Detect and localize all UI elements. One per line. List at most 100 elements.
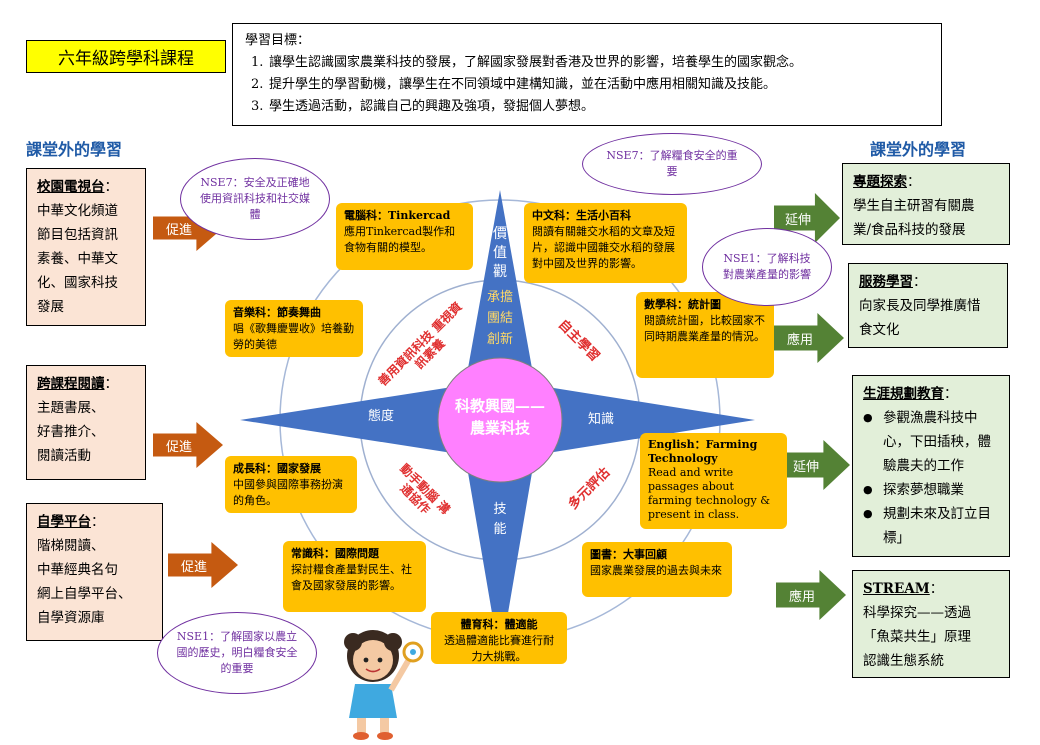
objective-text: 提升學生的學習動機，讓學生在不同領域中建構知識，並在活動中應用相關知識及技能。 — [269, 77, 777, 92]
objective-item: 2. 提升學生的學習動機，讓學生在不同領域中建構知識，並在活動中應用相關知識及技能… — [245, 74, 929, 96]
point-left-label: 態度 — [368, 409, 395, 424]
objectives-heading: 學習目標： — [245, 33, 311, 48]
right-box-title: STREAM — [863, 581, 930, 597]
point-bottom-label: 技能 — [493, 502, 507, 537]
subject-body: 應用Tinkercad製作和食物有關的模型。 — [344, 225, 456, 254]
right-box-line: 向家長及同學推廣惜 — [859, 298, 981, 314]
value-item: 承擔 — [486, 290, 513, 305]
nse-bubble: NSE1：了解科技對農業產量的影響 — [702, 228, 832, 306]
left-box-self-learning: 自學平台： 階梯閱讀、 中華經典名句 網上自學平台、 自學資源庫 — [26, 503, 163, 641]
subject-body: 探討糧食產量對民生、社會及國家發展的影響。 — [291, 563, 412, 592]
right-header: 課堂外的學習 — [870, 140, 967, 159]
subject-pe: 體育科：體適能透過體適能比賽進行耐力大挑戰。 — [431, 612, 567, 664]
left-box-line: 主題書展、 — [37, 400, 105, 416]
subject-title: 圖書：大事回顧 — [590, 548, 667, 561]
point-right-label: 知識 — [588, 412, 615, 427]
subject-title: 體育科：體適能 — [460, 618, 538, 631]
subject-body: 閱讀有關雜交水稻的文章及短片，認識中國雜交水稻的發展對中國及世界的影響。 — [532, 225, 675, 270]
subject-body: 唱《歌舞慶豐收》培養勤勞的美德 — [233, 322, 354, 351]
title-colon: ： — [913, 274, 927, 290]
right-box-service-learning: 服務學習： 向家長及同學推廣惜 食文化 — [848, 263, 1008, 348]
objective-item: 1. 讓學生認識國家農業科技的發展，了解國家發展對香港及世界的影響，培養學生的國家… — [245, 52, 929, 74]
right-box-line: 科學探究——透過 — [863, 605, 971, 621]
page-title: 六年級跨學科課程 — [26, 40, 226, 73]
objective-item: 3. 學生透過活動，認識自己的興趣及強項，發掘個人夢想。 — [245, 96, 929, 118]
subject-chinese: 中文科：生活小百科閱讀有關雜交水稻的文章及短片，認識中國雜交水稻的發展對中國及世… — [524, 203, 687, 283]
objective-number: 3. — [251, 99, 264, 114]
right-box-line: 「魚菜共生」原理 — [863, 629, 971, 645]
value-item: 創新 — [486, 332, 513, 347]
left-box-line: 自學資源庫 — [37, 610, 105, 626]
career-bullet: 參觀漁農科技中心，下田插秧，體驗農夫的工作 — [863, 406, 999, 478]
career-bullet: 規劃未來及訂立目標」 — [863, 502, 999, 550]
right-box-title: 服務學習 — [859, 274, 913, 290]
subject-title: 成長科：國家發展 — [233, 462, 321, 475]
title-colon: ： — [944, 386, 958, 402]
subject-growth: 成長科：國家發展中國參與國際事務扮演的角色。 — [225, 456, 357, 513]
left-box-line: 中華經典名句 — [37, 562, 118, 578]
subject-library: 圖書：大事回顧國家農業發展的過去與未來 — [582, 542, 732, 597]
center-title-line1: 科教興國—— — [454, 397, 545, 415]
right-box-title: 生涯規劃教育 — [863, 386, 944, 402]
center-title: 科教興國—— 農業科技 — [438, 395, 562, 439]
left-box-line: 階梯閱讀、 — [37, 538, 105, 554]
right-box-line: 學生自主研習有關農 — [853, 198, 975, 214]
left-box-line: 發展 — [37, 299, 64, 315]
subject-general-studies: 常識科：國際問題探討糧食產量對民生、社會及國家發展的影響。 — [283, 541, 426, 612]
right-box-title: 專題探索 — [853, 174, 907, 190]
subject-body: 中國參與國際事務扮演的角色。 — [233, 478, 343, 507]
right-box-line: 業/食品科技的發展 — [853, 222, 966, 238]
objective-number: 1. — [251, 55, 264, 70]
left-box-title: 跨課程閱讀 — [37, 376, 105, 392]
subject-body: Read and write passages about farming te… — [648, 466, 771, 521]
nse-bubble: NSE1：了解國家以農立國的歷史，明白糧食安全的重要 — [157, 612, 317, 694]
title-colon: ： — [929, 581, 944, 597]
subject-body: 國家農業發展的過去與未來 — [590, 564, 722, 577]
left-box-line: 網上自學平台、 — [37, 586, 132, 602]
girl-illustration — [344, 630, 424, 740]
value-item: 團結 — [486, 311, 513, 326]
objective-text: 讓學生認識國家農業科技的發展，了解國家發展對香港及世界的影響，培養學生的國家觀念… — [269, 55, 803, 70]
subject-title: English：Farming Technology — [648, 438, 758, 465]
title-colon: ： — [104, 179, 119, 195]
right-box-line: 食文化 — [859, 322, 900, 338]
career-bullet: 探索夢想職業 — [863, 478, 999, 502]
left-box-title: 校園電視台 — [37, 179, 105, 195]
right-box-project-inquiry: 專題探索： 學生自主研習有關農 業/食品科技的發展 — [842, 163, 1010, 245]
nse-bubble: NSE7：了解糧食安全的重要 — [582, 133, 762, 195]
left-box-line: 好書推介、 — [37, 424, 105, 440]
right-box-line: 認識生態系統 — [863, 653, 944, 669]
subject-computer: 電腦科：Tinkercad 應用Tinkercad製作和食物有關的模型。 — [336, 203, 473, 270]
left-box-line: 閱讀活動 — [37, 448, 91, 464]
subject-title: 數學科：統計圖 — [644, 298, 721, 311]
left-box-line: 素養、中華文 — [37, 251, 118, 267]
point-top-label: 價值觀 — [493, 226, 507, 280]
left-box-campus-tv: 校園電視台： 中華文化頻道 節目包括資訊 素養、中華文 化、國家科技 發展 — [26, 168, 146, 326]
left-box-title: 自學平台 — [37, 514, 91, 530]
objective-text: 學生透過活動，認識自己的興趣及強項，發掘個人夢想。 — [269, 99, 595, 114]
top-inner-values: 承擔 團結 創新 — [484, 287, 516, 350]
center-circle — [437, 357, 563, 483]
left-box-line: 節目包括資訊 — [37, 227, 118, 243]
nse-bubble: NSE7：安全及正確地使用資訊科技和社交媒體 — [180, 158, 330, 240]
center-title-line2: 農業科技 — [469, 419, 530, 437]
title-colon: ： — [907, 174, 921, 190]
career-bullet-list: 參觀漁農科技中心，下田插秧，體驗農夫的工作 探索夢想職業 規劃未來及訂立目標」 — [863, 406, 999, 550]
subject-body: 閱讀統計圖，比較國家不同時期農業產量的情況。 — [644, 314, 765, 343]
subject-title: 音樂科：節奏舞曲 — [233, 306, 321, 319]
title-colon: ： — [104, 376, 119, 392]
subject-body: 透過體適能比賽進行耐力大挑戰。 — [444, 634, 554, 663]
right-box-stream: STREAM： 科學探究——透過 「魚菜共生」原理 認識生態系統 — [852, 570, 1010, 678]
objective-number: 2. — [251, 77, 264, 92]
subject-music: 音樂科：節奏舞曲唱《歌舞慶豐收》培養勤勞的美德 — [225, 300, 363, 357]
left-header: 課堂外的學習 — [26, 140, 123, 159]
right-box-career-planning: 生涯規劃教育： 參觀漁農科技中心，下田插秧，體驗農夫的工作 探索夢想職業 規劃未… — [852, 375, 1010, 557]
left-box-cross-reading: 跨課程閱讀： 主題書展、 好書推介、 閱讀活動 — [26, 365, 146, 480]
left-box-line: 中華文化頻道 — [37, 203, 118, 219]
subject-title: 常識科：國際問題 — [291, 547, 379, 560]
subject-title: 電腦科：Tinkercad — [344, 209, 451, 222]
subject-math: 數學科：統計圖閱讀統計圖，比較國家不同時期農業產量的情況。 — [636, 292, 774, 378]
left-box-line: 化、國家科技 — [37, 275, 118, 291]
